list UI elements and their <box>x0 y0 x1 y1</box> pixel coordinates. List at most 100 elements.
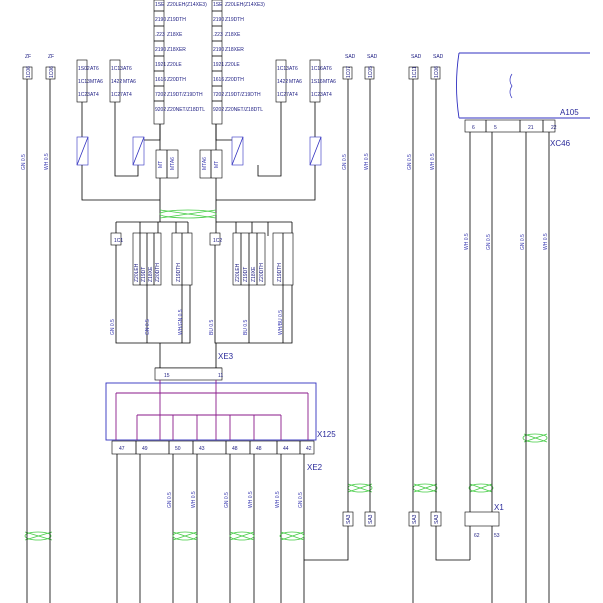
mt-connector-left: MT MTA6 <box>155 149 179 179</box>
x125-connector: X125 <box>105 380 336 441</box>
list-code: .223 <box>213 32 223 38</box>
svg-text:BU 0.5: BU 0.5 <box>243 319 249 335</box>
x125-pin: 43 <box>199 446 205 452</box>
list-code: 2190 <box>155 47 166 53</box>
list-label: Z19DT/Z19DTH <box>225 92 261 98</box>
x125-pin: 44 <box>283 446 289 452</box>
x125-pin: 47 <box>119 446 125 452</box>
list-code: 1921 <box>213 62 224 68</box>
mt-right-label-2: MT <box>214 161 220 168</box>
pad-label: MTA6 <box>323 79 336 85</box>
svg-text:1C06: 1C06 <box>49 66 55 78</box>
sensor-left-1 <box>76 136 89 166</box>
svg-text:WH 0.5: WH 0.5 <box>44 153 50 170</box>
svg-text:SAD: SAD <box>411 54 422 60</box>
svg-text:GN 0.5: GN 0.5 <box>407 154 413 170</box>
pad-label: AT4 <box>289 92 298 98</box>
xe3-pin: 11 <box>218 373 223 379</box>
bottom-wire-labels: GN 0.5 WH 0.5 GN 0.5 WH 0.5 WH 0.5 GN 0.… <box>167 491 304 508</box>
svg-text:WH 0.5: WH 0.5 <box>275 491 281 508</box>
pad-code: 1C16 <box>311 66 323 72</box>
list-label: Z19DTH <box>225 17 244 23</box>
svg-text:1C06: 1C06 <box>26 66 32 78</box>
pad-code: 1422 <box>111 79 122 85</box>
list-code: 1616 <box>213 77 224 83</box>
list-label: Z18XER <box>225 47 244 53</box>
list-code: 2190 <box>213 17 224 23</box>
sad-wire-pair-2: SAD 1C11 SAD 1C06 GN 0.5 WH 0.5 SA3 SA3 <box>407 54 470 603</box>
pad-group-b-right: 1C16 1S16 1C23 AT6 MTA6 AT4 <box>309 59 336 103</box>
svg-text:SA3: SA3 <box>346 514 352 524</box>
pad-label: AT4 <box>90 92 99 98</box>
mt-left-label-2: MTA6 <box>170 157 176 170</box>
module-label: Z19DTH <box>277 263 283 282</box>
svg-text:1C05: 1C05 <box>368 66 374 78</box>
module-label: Z20LEH <box>235 263 241 282</box>
xe3-label: XE3 <box>218 352 234 361</box>
svg-text:SA3: SA3 <box>368 514 374 524</box>
pad-code: 1C13 <box>111 66 123 72</box>
x125-pin: 50 <box>175 446 181 452</box>
list-label: Z20NET/Z18DTL <box>225 107 263 113</box>
mt-left-label-1: MT <box>158 161 164 168</box>
pad-code: 1C13 <box>78 79 90 85</box>
xe3-pin: 15 <box>164 373 170 379</box>
module-label: Z20LEH <box>134 263 140 282</box>
xe2-label: XE2 <box>307 463 323 472</box>
list-label: Z20DTH <box>225 77 244 83</box>
x125-label: X125 <box>317 430 336 439</box>
list-label: Z19DTH <box>167 17 186 23</box>
xc46-pin: 22 <box>551 125 557 131</box>
pad-label: AT4 <box>323 92 332 98</box>
x125-pin: 42 <box>306 446 312 452</box>
svg-text:WH 0.5: WH 0.5 <box>191 491 197 508</box>
sad-wire-pair-1: SAD 1C07 SAD 1C05 GN 0.5 WH 0.5 SA3 SA3 <box>342 54 378 527</box>
sensor-right-2 <box>309 136 322 166</box>
list-code: 7202 <box>155 92 166 98</box>
a105-module: A105 <box>456 52 590 119</box>
x125-pin: 48 <box>232 446 238 452</box>
mt-right-label-1: MTA6 <box>202 157 208 170</box>
svg-text:GN 0.5: GN 0.5 <box>486 234 492 250</box>
xc46-pin: 21 <box>528 125 534 131</box>
pad-group-a-right: 1C13 1422 1C27 AT6 MTA6 AT4 <box>275 59 302 103</box>
pad-label: AT6 <box>323 66 332 72</box>
list-label: Z20LEH(Z14XE3) <box>167 2 207 8</box>
svg-text:BU 0.5: BU 0.5 <box>209 319 215 335</box>
list-label: Z18XE <box>225 32 241 38</box>
xc46-label: XC46 <box>550 139 571 148</box>
mt-connector-right: MTA6 MT <box>199 149 223 179</box>
list-label: Z18XE <box>167 32 183 38</box>
left-wire-pair: ZF 1C06 ZF 1C06 GN 0.5 WH 0.5 <box>21 54 56 603</box>
module-label: Z20DTH <box>155 263 161 282</box>
svg-text:GN 0.5: GN 0.5 <box>224 492 230 508</box>
pad-label: MTA6 <box>123 79 136 85</box>
svg-text:GN 0.5: GN 0.5 <box>145 319 151 335</box>
list-label: Z20LE <box>167 62 182 68</box>
x1-label: X1 <box>494 503 504 512</box>
pad-code: 1422 <box>277 79 288 85</box>
pad-group-b-left: 1C13 1422 1C27 AT6 MTA6 AT4 <box>109 59 136 103</box>
svg-text:SAD: SAD <box>433 54 444 60</box>
sensor-right-1 <box>231 136 244 166</box>
svg-text:SAD: SAD <box>367 54 378 60</box>
svg-text:GN 0.5: GN 0.5 <box>110 319 116 335</box>
x1-pin: 53 <box>494 533 500 539</box>
svg-text:WH/GN 0.5: WH/GN 0.5 <box>178 309 184 335</box>
svg-text:ZF: ZF <box>48 54 54 60</box>
pad-label: MTA6 <box>289 79 302 85</box>
sensor-left-2 <box>132 136 145 166</box>
list-code: 7202 <box>213 92 224 98</box>
a105-label: A105 <box>560 108 579 117</box>
module-label: Z19DT <box>243 267 249 282</box>
list-code: 9202 <box>155 107 166 113</box>
svg-text:WH 0.5: WH 0.5 <box>543 233 549 250</box>
pad-label: AT6 <box>90 66 99 72</box>
svg-text:SA3: SA3 <box>434 514 440 524</box>
svg-text:GN 0.5: GN 0.5 <box>520 234 526 250</box>
xc46-pin: 5 <box>494 125 497 131</box>
